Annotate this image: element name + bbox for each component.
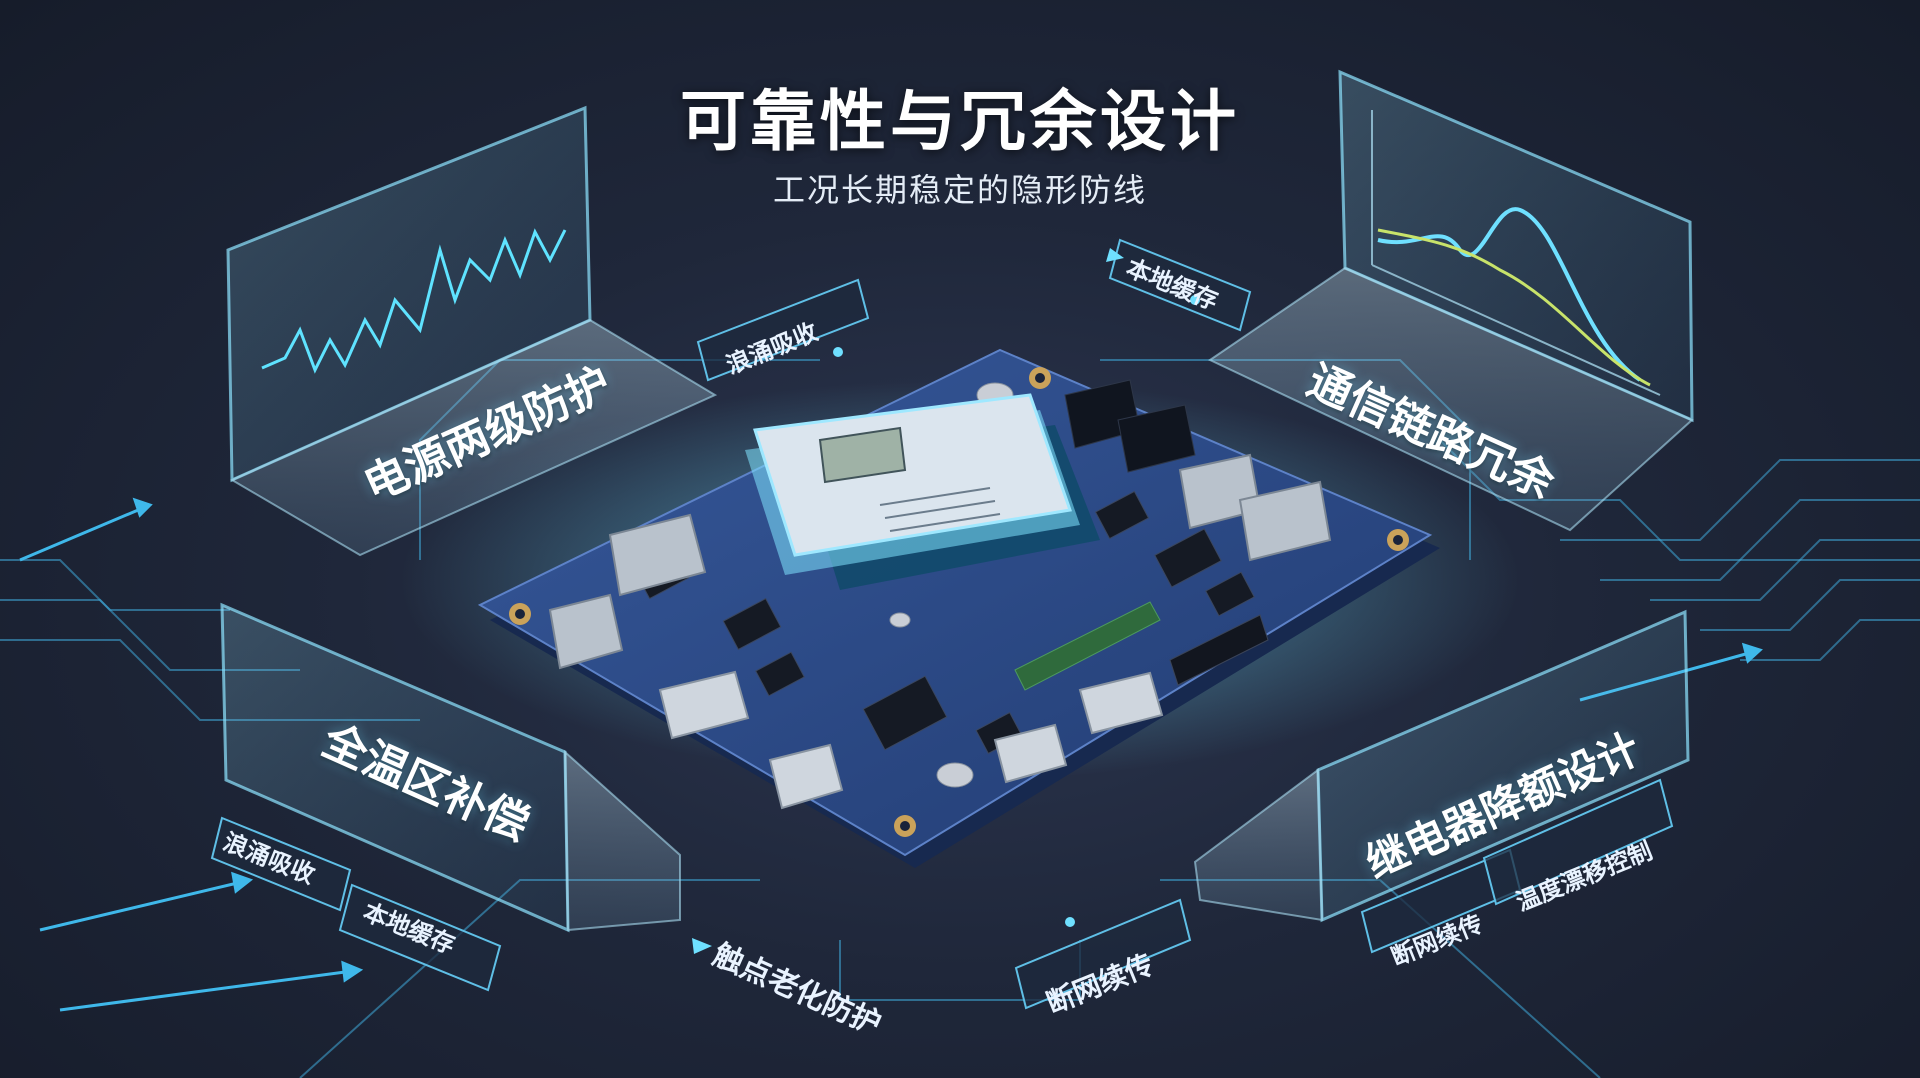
marker-triangle-icon xyxy=(1106,248,1124,262)
comm-chart-icon xyxy=(1371,110,1661,396)
floor-arrows xyxy=(19,497,1763,1012)
marker-triangle-icon xyxy=(692,938,712,954)
connector-dots xyxy=(833,295,1200,927)
power-waveform xyxy=(261,228,567,374)
page-title: 可靠性与冗余设计 xyxy=(680,83,1240,160)
panel-comm-glass xyxy=(1207,69,1694,532)
tag-plates xyxy=(210,238,1674,1010)
panel-temp-glass xyxy=(220,602,681,933)
panel-relay-glass xyxy=(1193,609,1690,923)
pcb-board xyxy=(400,348,1520,868)
panel-power-glass xyxy=(226,105,718,557)
page-subtitle: 工况长期稳定的隐形防线 xyxy=(772,171,1147,209)
